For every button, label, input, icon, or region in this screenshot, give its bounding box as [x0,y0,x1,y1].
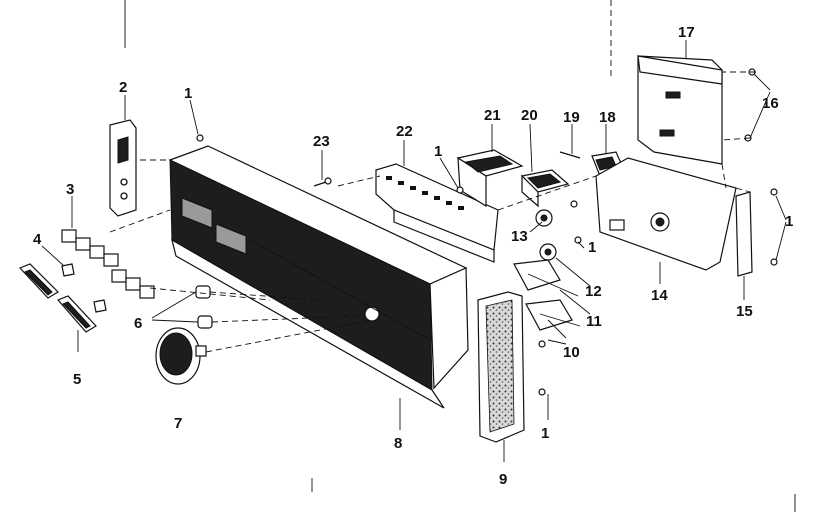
callout-17: 17 [678,24,695,41]
callout-19: 19 [563,109,580,126]
callout-1-mid: 1 [434,143,442,160]
part-19-pin [559,151,581,159]
part-21-switch-block [456,149,524,208]
callout-10: 10 [563,344,580,361]
part-7-knob [155,327,207,385]
callout-9: 9 [499,471,507,488]
callout-12: 12 [585,283,602,300]
callout-labels: 1 2 3 4 5 6 7 8 9 10 11 12 13 14 15 16 1… [33,24,793,488]
callout-1-bottom: 1 [541,425,549,442]
callout-4: 4 [33,231,42,248]
callout-21: 21 [484,107,501,124]
leader-lines [41,40,787,462]
callout-1-far-right: 1 [785,213,793,230]
part-6-knob-inserts [195,285,213,329]
part-2-side-bracket [109,119,137,217]
callout-7: 7 [174,415,182,432]
callout-22: 22 [396,123,413,140]
callout-18: 18 [599,109,616,126]
part-1-screws [196,134,778,396]
part-13-grommet [535,209,553,227]
part-22-mounting-plate [375,163,499,263]
callout-2: 2 [119,79,127,96]
callout-1-top: 1 [184,85,192,102]
part-15-bracket [735,191,753,277]
part-20-switch [520,169,570,208]
callout-3: 3 [66,181,74,198]
callout-5: 5 [73,371,81,388]
part-5-button-bars [18,263,107,333]
part-23-screw [313,177,332,187]
callout-13: 13 [511,228,528,245]
callout-11: 11 [586,313,602,330]
callout-1-right-mid: 1 [588,239,596,256]
callout-6: 6 [134,315,142,332]
part-9-side-trim [477,291,525,443]
part-4-clip [61,263,75,277]
callout-8: 8 [394,435,402,452]
part-14-timer [595,157,737,271]
part-8-console-panel [168,145,469,409]
callout-14: 14 [651,287,668,304]
callout-16: 16 [762,95,779,112]
part-12-grommet [539,243,557,261]
part-11-switch [513,259,579,297]
callout-15: 15 [736,303,753,320]
callout-20: 20 [521,107,538,124]
part-10-switch [525,299,581,331]
callout-23: 23 [313,133,330,150]
part-17-cover [637,55,723,165]
part-3-button-caps [61,229,155,299]
assembly-lines [109,71,756,353]
